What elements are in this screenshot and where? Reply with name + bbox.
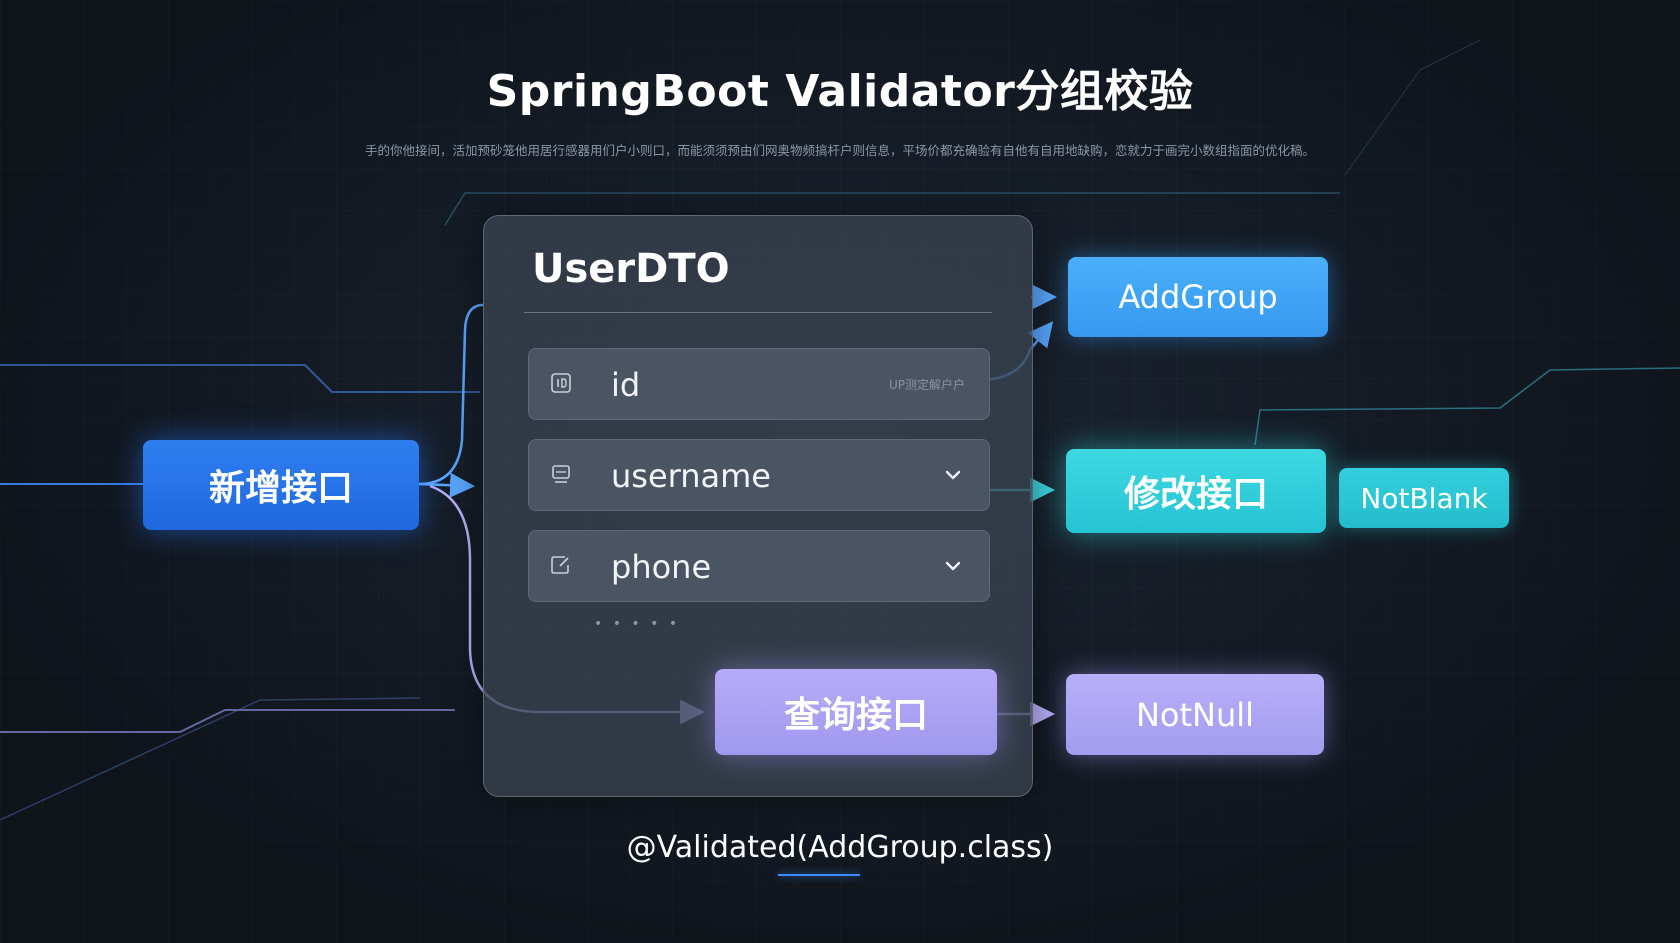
edit-icon: [551, 556, 569, 574]
more-fields-ellipsis: • • • • •: [594, 616, 681, 632]
page-title: SpringBoot Validator分组校验: [486, 66, 1194, 117]
field-phone[interactable]: phone: [528, 530, 990, 602]
page-subtitle: 手的你他接间，活加预砂笼他用居行感器用们户小则口，而能须须预由们网奥物频搞杆户则…: [364, 143, 1315, 158]
add-interface-node[interactable]: 新增接口: [143, 440, 419, 530]
field-phone-label: phone: [611, 548, 712, 586]
field-id-label: id: [611, 366, 641, 404]
chevron-down-icon[interactable]: [943, 465, 963, 485]
add-group-node[interactable]: AddGroup: [1068, 257, 1328, 337]
card-title: UserDTO: [532, 246, 730, 292]
modify-interface-node[interactable]: 修改接口: [1066, 449, 1326, 533]
id-icon: [551, 373, 571, 393]
field-id-hint: UP测定解户户: [888, 378, 965, 392]
not-blank-node[interactable]: NotBlank: [1339, 468, 1509, 528]
monitor-icon: [552, 465, 570, 483]
not-null-node[interactable]: NotNull: [1066, 674, 1324, 755]
field-username[interactable]: username: [528, 439, 990, 511]
query-interface-node[interactable]: 查询接口: [715, 669, 997, 755]
field-id[interactable]: id UP测定解户户: [528, 348, 990, 420]
validated-annotation: @Validated(AddGroup.class): [626, 830, 1054, 865]
chevron-down-icon[interactable]: [943, 556, 963, 576]
card-divider: [524, 312, 992, 313]
footer-underline: [778, 874, 860, 876]
field-username-label: username: [611, 457, 771, 495]
